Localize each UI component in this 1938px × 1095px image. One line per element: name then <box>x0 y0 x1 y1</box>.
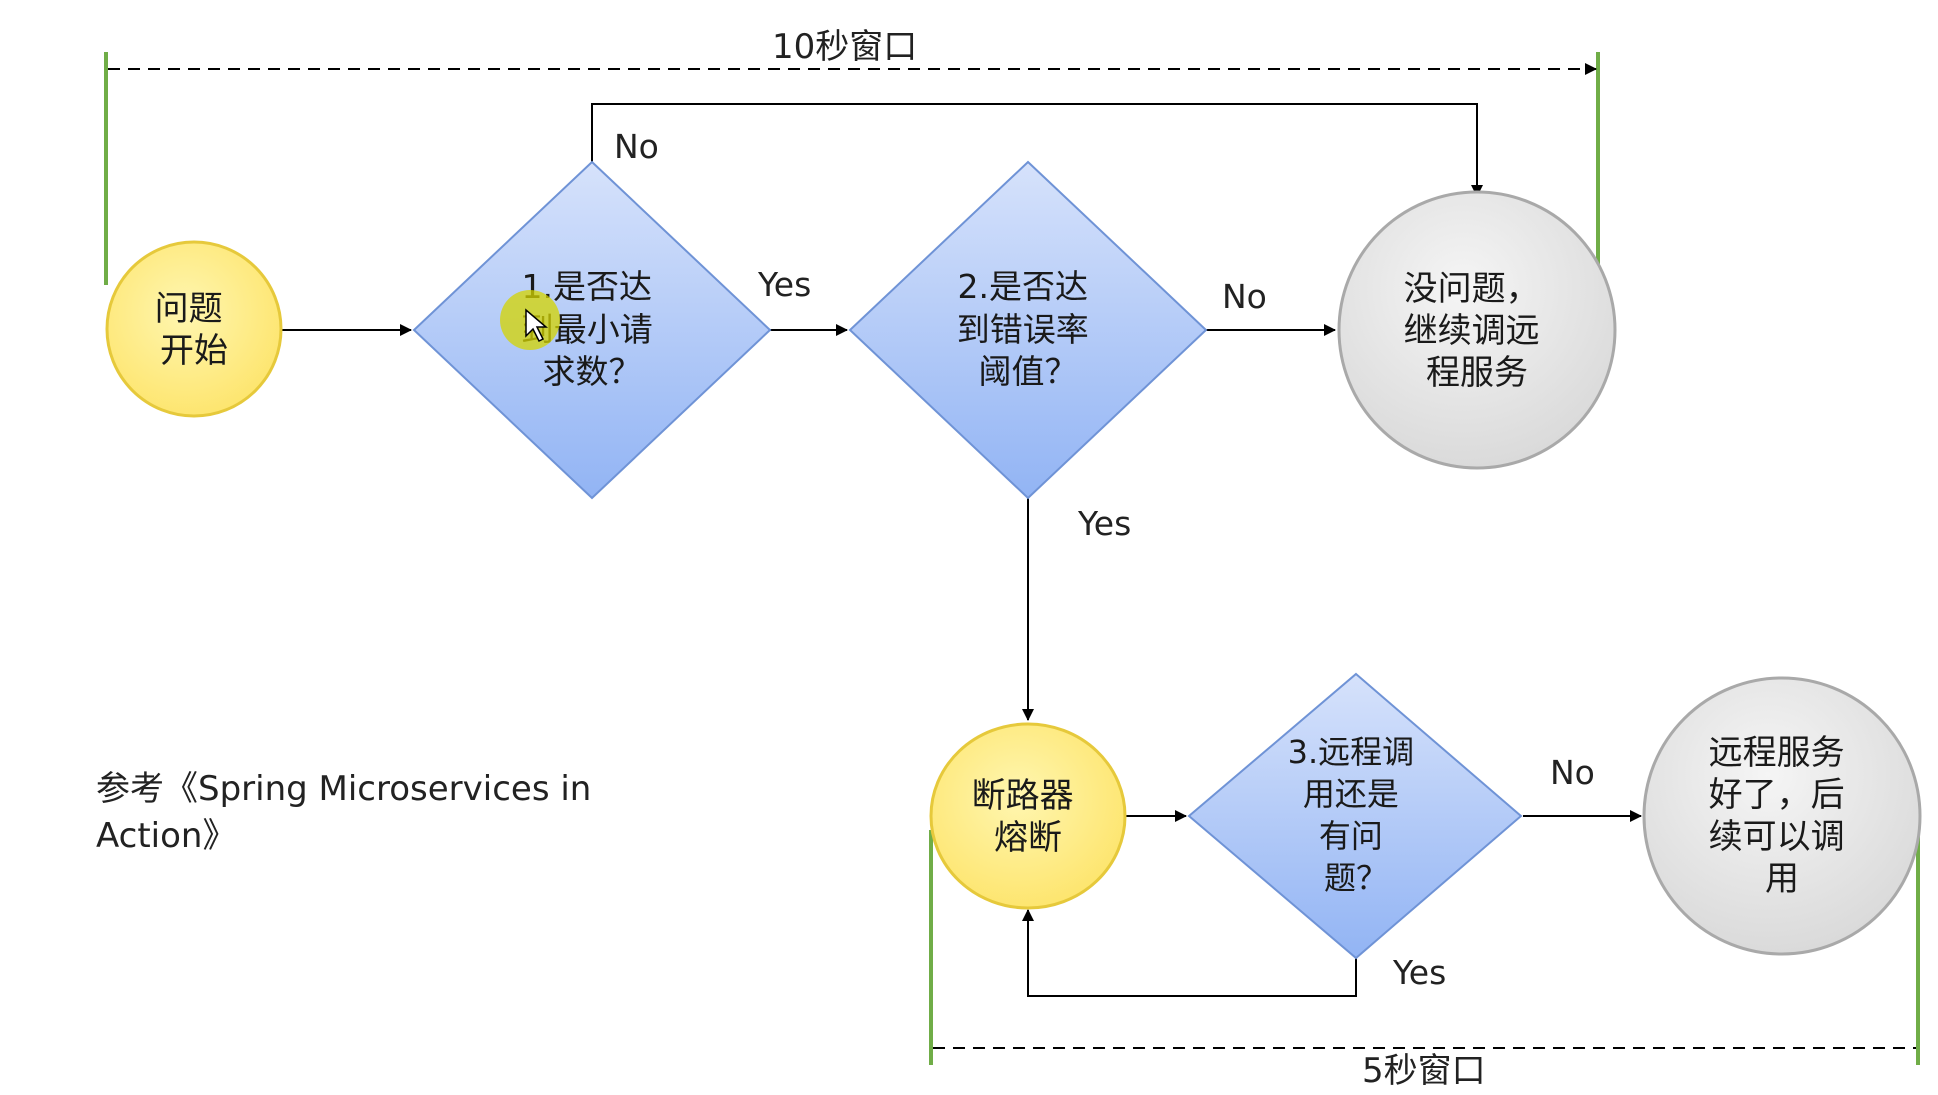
edge-label-min-no: No <box>614 127 659 166</box>
decision-still-failing: 3.远程调 用还是 有问 题？ <box>1187 672 1523 960</box>
decision-error-rate: 2.是否达 到错误率 阈值？ <box>848 160 1208 500</box>
svg-text:问题 开始: 问题 开始 <box>155 289 234 371</box>
decision-err-line-1: 2.是否达 <box>958 267 1089 306</box>
node-start: 问题 开始 <box>105 240 283 418</box>
decision-fail-line-1: 3.远程调 <box>1288 733 1415 771</box>
edge-fail-yes <box>1022 909 1357 997</box>
decision-min-requests: 1.是否达 到最小请 求数？ <box>412 160 772 500</box>
svg-text:没问题， 继续调远 程服务: 没问题， 继续调远 程服务 <box>1404 269 1551 393</box>
node-breaker-line-2: 熔断 <box>994 818 1062 858</box>
window-5s-label: 5秒窗口 <box>1362 1051 1486 1091</box>
mouse-pointer-icon <box>525 308 549 343</box>
edge-label-fail-no: No <box>1550 753 1595 792</box>
reference-note: 参考《Spring Microservices in Action》 <box>96 769 602 856</box>
decision-fail-line-4: 题？ <box>1324 859 1388 897</box>
node-ok-line-3: 程服务 <box>1426 353 1528 393</box>
node-ok-continue: 没问题， 继续调远 程服务 <box>1337 190 1617 470</box>
node-recovered-line-4: 用 <box>1765 859 1799 899</box>
window-10s-label-bg <box>770 25 930 65</box>
decision-fail-line-3: 有问 <box>1319 817 1383 855</box>
node-ok-line-2: 继续调远 <box>1404 311 1540 351</box>
node-recovered-line-2: 好了，后 <box>1709 775 1845 815</box>
node-recovered-line-1: 远程服务 <box>1709 733 1845 773</box>
node-start-line-2: 开始 <box>160 331 228 371</box>
node-breaker-line-1: 断路器 <box>972 776 1074 816</box>
edge-label-err-no: No <box>1222 277 1267 316</box>
window-10s-label: 10秒窗口 <box>772 27 917 67</box>
edge-label-min-yes: Yes <box>757 265 811 304</box>
node-recovered-line-3: 续可以调 <box>1709 817 1845 857</box>
decision-min-line-3: 求数？ <box>543 352 642 391</box>
edge-min-no <box>591 103 1483 197</box>
edge-label-fail-yes: Yes <box>1392 953 1446 992</box>
decision-err-line-2: 到错误率 <box>957 310 1089 349</box>
node-recovered: 远程服务 好了，后 续可以调 用 <box>1642 676 1922 956</box>
decision-fail-line-2: 用还是 <box>1303 775 1399 813</box>
reference-line-2: Action》 <box>96 816 236 856</box>
window-5s-label-bg <box>1360 1050 1500 1090</box>
decision-err-line-3: 阈值？ <box>979 352 1078 391</box>
svg-text:3.远程调 用还是 有问: 3.远程调 用还是 有问 题？ <box>1288 733 1425 897</box>
node-start-line-1: 问题 <box>155 289 223 329</box>
svg-text:断路器 熔断: 断路器 熔断 <box>972 776 1085 858</box>
node-ok-line-1: 没问题， <box>1404 269 1540 309</box>
node-breaker-open: 断路器 熔断 <box>929 722 1127 910</box>
reference-line-1: 参考《Spring Microservices in <box>96 769 591 809</box>
edge-label-err-yes: Yes <box>1077 504 1131 543</box>
svg-text:2.是否达 到错误率 阈值？: 2.是否达 到错误率 阈值？ <box>957 267 1100 391</box>
svg-text:远程服务 好了，后 续可以调: 远程服务 好了，后 续可以调 用 <box>1709 733 1856 899</box>
